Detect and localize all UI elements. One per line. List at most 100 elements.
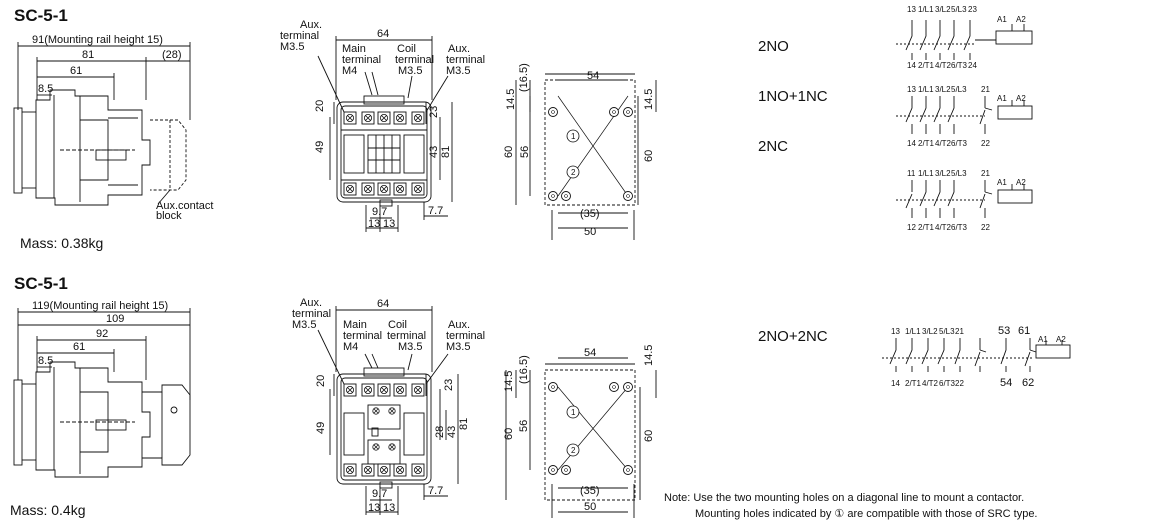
svg-text:81: 81 bbox=[458, 418, 470, 430]
svg-text:91(Mounting rail height 15): 91(Mounting rail height 15) bbox=[32, 34, 163, 46]
svg-text:13: 13 bbox=[368, 502, 380, 514]
svg-text:terminal: terminal bbox=[446, 330, 485, 342]
front-view-1 bbox=[317, 36, 453, 232]
svg-text:Aux.contact: Aux.contact bbox=[156, 200, 213, 212]
svg-text:(16.5): (16.5) bbox=[518, 355, 530, 384]
front-view-2-text: Aux. terminal M3.5 64 Main terminal M4 C… bbox=[292, 297, 485, 514]
schematic-2no: 13 1/L1 3/L2 5/L3 23 A1 A2 14 2/T1 4/T2 … bbox=[896, 5, 1033, 70]
svg-text:Aux.: Aux. bbox=[448, 43, 470, 55]
mass-label-1: Mass: 0.38kg bbox=[20, 235, 104, 251]
svg-text:62: 62 bbox=[1022, 377, 1034, 389]
svg-text:1/L1: 1/L1 bbox=[918, 169, 934, 178]
svg-text:119(Mounting rail height 15): 119(Mounting rail height 15) bbox=[32, 300, 168, 312]
svg-text:60: 60 bbox=[503, 428, 515, 440]
svg-text:8.5: 8.5 bbox=[38, 355, 53, 367]
side-view-2-text: 119(Mounting rail height 15) 109 92 61 8… bbox=[32, 300, 168, 367]
svg-text:13: 13 bbox=[907, 85, 916, 94]
svg-text:64: 64 bbox=[377, 28, 389, 40]
config-label-1no1nc: 1NO+1NC bbox=[758, 88, 828, 105]
svg-text:5/L3: 5/L3 bbox=[939, 327, 955, 336]
svg-text:block: block bbox=[156, 210, 182, 222]
svg-text:6/T3: 6/T3 bbox=[951, 61, 968, 70]
svg-text:14.5: 14.5 bbox=[643, 345, 655, 366]
config-label-2nc: 2NC bbox=[758, 138, 789, 155]
svg-text:A1: A1 bbox=[1038, 335, 1048, 344]
svg-text:13: 13 bbox=[383, 502, 395, 514]
svg-text:M4: M4 bbox=[343, 341, 358, 353]
svg-text:(28): (28) bbox=[162, 49, 182, 61]
svg-text:M3.5: M3.5 bbox=[280, 41, 304, 53]
svg-text:8.5: 8.5 bbox=[38, 83, 53, 95]
svg-text:6/T3: 6/T3 bbox=[939, 379, 956, 388]
svg-text:56: 56 bbox=[518, 420, 530, 432]
svg-text:5/L3: 5/L3 bbox=[951, 5, 967, 14]
svg-text:13: 13 bbox=[891, 327, 900, 336]
svg-text:13: 13 bbox=[368, 218, 380, 230]
side-view-1-text: 91(Mounting rail height 15) 81 (28) 61 8… bbox=[32, 34, 213, 222]
svg-text:12: 12 bbox=[907, 223, 916, 232]
svg-text:A1: A1 bbox=[997, 178, 1007, 187]
svg-text:4/T2: 4/T2 bbox=[922, 379, 939, 388]
svg-text:49: 49 bbox=[314, 141, 326, 153]
svg-text:7.7: 7.7 bbox=[428, 205, 443, 217]
svg-text:terminal: terminal bbox=[280, 30, 319, 42]
svg-text:60: 60 bbox=[503, 146, 515, 158]
svg-text:20: 20 bbox=[314, 100, 326, 112]
svg-text:14: 14 bbox=[907, 139, 916, 148]
svg-text:5/L3: 5/L3 bbox=[951, 169, 967, 178]
svg-text:28: 28 bbox=[434, 426, 446, 438]
svg-text:Aux.: Aux. bbox=[300, 297, 322, 309]
svg-text:81: 81 bbox=[440, 146, 452, 158]
svg-text:4/T2: 4/T2 bbox=[935, 223, 952, 232]
svg-text:Coil: Coil bbox=[388, 319, 407, 331]
svg-text:M3.5: M3.5 bbox=[398, 341, 422, 353]
svg-text:6/T3: 6/T3 bbox=[951, 139, 968, 148]
front-view-2 bbox=[317, 306, 459, 515]
svg-text:(35): (35) bbox=[580, 208, 600, 220]
svg-text:60: 60 bbox=[643, 150, 655, 162]
svg-text:Aux.: Aux. bbox=[448, 319, 470, 331]
svg-text:61: 61 bbox=[1018, 325, 1030, 337]
schematic-2no2nc: 13 1/L1 3/L2 5/L3 21 53 61 A1 A2 14 2/T1… bbox=[882, 325, 1071, 389]
note-line-2: Mounting holes indicated by ① are compat… bbox=[695, 508, 1038, 520]
svg-text:4/T2: 4/T2 bbox=[935, 139, 952, 148]
model-title-2: SC-5-1 bbox=[14, 274, 68, 293]
svg-text:(16.5): (16.5) bbox=[518, 63, 530, 92]
svg-text:5/L3: 5/L3 bbox=[951, 85, 967, 94]
config-label-2no: 2NO bbox=[758, 38, 789, 55]
svg-text:61: 61 bbox=[73, 341, 85, 353]
svg-text:terminal: terminal bbox=[342, 54, 381, 66]
svg-text:terminal: terminal bbox=[395, 54, 434, 66]
svg-text:Main: Main bbox=[342, 43, 366, 55]
side-view-2 bbox=[13, 308, 191, 478]
svg-text:A2: A2 bbox=[1056, 335, 1066, 344]
svg-text:7.7: 7.7 bbox=[428, 485, 443, 497]
svg-text:6/T3: 6/T3 bbox=[951, 223, 968, 232]
config-label-2no2nc: 2NO+2NC bbox=[758, 328, 828, 345]
svg-text:1/L1: 1/L1 bbox=[905, 327, 921, 336]
svg-text:13: 13 bbox=[907, 5, 916, 14]
svg-text:Aux.: Aux. bbox=[300, 19, 322, 31]
svg-text:M3.5: M3.5 bbox=[292, 319, 316, 331]
svg-text:11: 11 bbox=[907, 169, 916, 178]
svg-text:81: 81 bbox=[82, 49, 94, 61]
svg-text:terminal: terminal bbox=[387, 330, 426, 342]
svg-text:1/L1: 1/L1 bbox=[918, 5, 934, 14]
svg-text:14: 14 bbox=[907, 61, 916, 70]
svg-text:2/T1: 2/T1 bbox=[918, 61, 935, 70]
svg-text:3/L2: 3/L2 bbox=[935, 5, 951, 14]
svg-text:22: 22 bbox=[955, 379, 964, 388]
svg-text:22: 22 bbox=[981, 223, 990, 232]
svg-text:1: 1 bbox=[571, 408, 576, 417]
svg-text:A1: A1 bbox=[997, 94, 1007, 103]
side-view-1 bbox=[13, 42, 191, 206]
svg-text:2/T1: 2/T1 bbox=[918, 139, 935, 148]
svg-text:23: 23 bbox=[428, 106, 440, 118]
svg-text:3/L2: 3/L2 bbox=[935, 85, 951, 94]
svg-text:terminal: terminal bbox=[343, 330, 382, 342]
mass-label-2: Mass: 0.4kg bbox=[10, 502, 86, 518]
svg-text:54: 54 bbox=[587, 70, 599, 82]
svg-text:54: 54 bbox=[584, 347, 596, 359]
svg-text:13: 13 bbox=[383, 218, 395, 230]
